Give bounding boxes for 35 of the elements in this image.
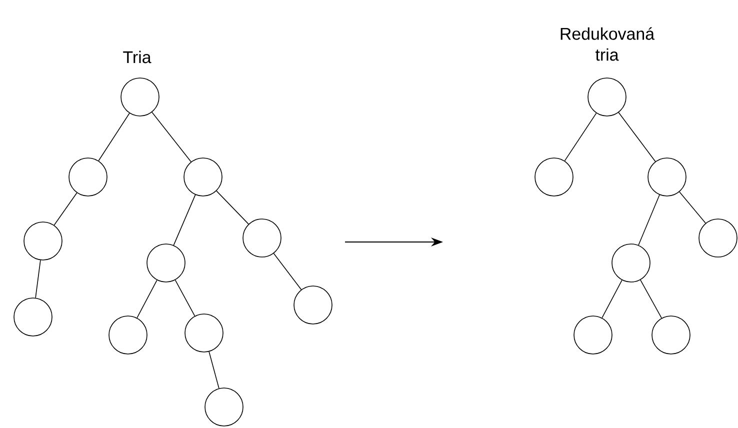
tree-edge xyxy=(602,280,622,318)
tree-edge xyxy=(273,253,302,290)
tree-edge xyxy=(54,192,78,226)
tree-node xyxy=(534,158,574,196)
tree-node xyxy=(648,158,686,196)
tree-node xyxy=(24,222,62,260)
tree-node xyxy=(108,316,148,354)
tree-edge xyxy=(173,194,196,246)
tree-node xyxy=(294,286,332,324)
tree-node xyxy=(574,316,612,354)
tree-edge xyxy=(136,280,158,318)
tree-edge xyxy=(564,112,597,162)
tree-edge xyxy=(35,260,41,298)
tree-edge xyxy=(152,112,192,162)
tree-node xyxy=(588,78,626,116)
tree-node xyxy=(698,218,738,258)
tree-edge xyxy=(208,351,220,389)
tree-node xyxy=(612,244,650,282)
tree-edge xyxy=(679,191,706,224)
tree-edge xyxy=(98,112,130,162)
tree-edge xyxy=(640,280,662,318)
tree-node xyxy=(242,218,282,258)
tree-node xyxy=(14,298,52,336)
tree-edge xyxy=(216,190,249,224)
tree-edge xyxy=(174,280,196,316)
tree-node xyxy=(204,388,244,426)
tree-node xyxy=(120,78,160,116)
tree-node xyxy=(184,314,224,352)
tree-edge xyxy=(618,112,656,162)
tree-node xyxy=(184,158,222,196)
tree-node xyxy=(652,316,690,354)
tree-edge xyxy=(638,194,660,246)
tree-node xyxy=(68,158,108,196)
tree-node xyxy=(146,244,186,282)
tree-title: Redukovaná tria xyxy=(560,27,655,61)
